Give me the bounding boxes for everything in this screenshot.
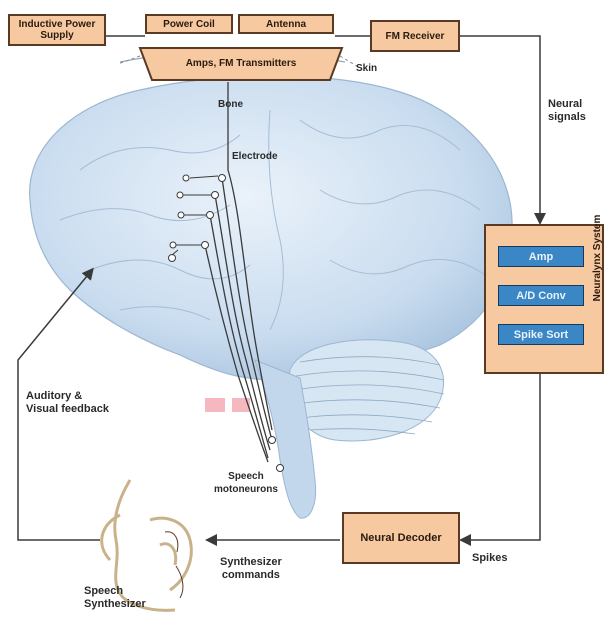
spikes-label: Spikes xyxy=(472,552,507,565)
speech-motoneurons-label: Speech motoneurons xyxy=(214,470,278,496)
amp-transmitter-box: Amps, FM Transmitters xyxy=(150,52,332,74)
brain-cerebellum xyxy=(289,340,443,441)
marker-pink-1 xyxy=(205,398,225,412)
marker-pink-2 xyxy=(232,398,250,412)
speech-synthesizer-label: Speech Synthesizer xyxy=(84,585,146,611)
spike-sort-block: Spike Sort xyxy=(498,324,584,345)
ad-conv-block: A/D Conv xyxy=(498,285,584,306)
feedback-label: Auditory & Visual feedback xyxy=(26,390,109,416)
antenna-box: Antenna xyxy=(238,14,334,34)
synthesizer-commands-label: Synthesizer commands xyxy=(220,556,282,582)
neural-decoder-box: Neural Decoder xyxy=(342,512,460,564)
skin-label: Skin xyxy=(356,62,377,75)
brain-cerebrum xyxy=(30,76,512,380)
neural-system-label: Neuralynx System xyxy=(592,183,606,333)
neural-signals-label: Neural signals xyxy=(548,98,586,124)
bone-label: Bone xyxy=(218,98,243,111)
power-coil-box: Power Coil xyxy=(145,14,233,34)
fm-receiver-box: FM Receiver xyxy=(370,20,460,52)
inductive-power-supply-box: Inductive Power Supply xyxy=(8,14,106,46)
electrode-label: Electrode xyxy=(232,150,278,163)
amp-block: Amp xyxy=(498,246,584,267)
